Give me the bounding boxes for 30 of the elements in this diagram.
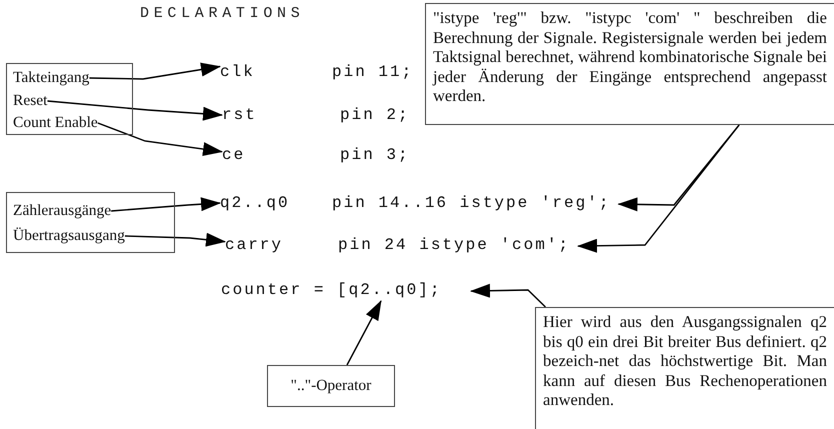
code-text: pin 14..16 istype 'reg'; bbox=[332, 193, 610, 214]
arrow bbox=[98, 122, 223, 156]
annotation-text: Hier wird aus den Ausgangssignalen q2 bis q0 ein drei Bit breiter Bus definiert. q2 bezeich-net das höchstwertige Bit. Man kann auf diesen Bus Rechenoperationen anwenden. bbox=[543, 312, 827, 410]
annotation-text: "istype 'reg'" bzw. "istypc 'com' " beschreiben die Berechnung der Signale. Registersignale werden bei jedem Taktsignal berechnet, während kombinatorische Signale bei jeder Änderung der Eingänge entsprechend angepasst werden. bbox=[433, 8, 827, 106]
code-text: pin 24 istype 'com'; bbox=[338, 235, 570, 256]
label-text: Übertragsausgang bbox=[13, 226, 125, 246]
arrow bbox=[47, 100, 223, 121]
label-box: ".."-Operator bbox=[267, 365, 395, 407]
arrow bbox=[124, 232, 226, 247]
arrow bbox=[111, 197, 221, 212]
leader-arrow bbox=[470, 284, 546, 308]
label-text: Zählerausgänge bbox=[13, 201, 112, 221]
code-text: clk bbox=[220, 62, 256, 83]
code-text: pin 11; bbox=[332, 62, 414, 83]
arrow bbox=[89, 62, 221, 80]
label-box bbox=[6, 63, 133, 135]
label-box bbox=[6, 192, 175, 253]
code-text: carry bbox=[225, 235, 284, 256]
label-text: Reset bbox=[13, 91, 48, 111]
arrow bbox=[346, 300, 382, 366]
code-text: pin 3; bbox=[340, 145, 410, 166]
code-text: ce bbox=[222, 145, 246, 166]
code-text: rst bbox=[222, 105, 258, 126]
code-text: pin 2; bbox=[340, 105, 410, 126]
label-text: Count Enable bbox=[13, 113, 98, 133]
code-text: counter = [q2..q0]; bbox=[221, 280, 442, 301]
leader-arrow bbox=[577, 124, 740, 253]
code-text: q2..q0 bbox=[220, 193, 291, 214]
label-text: Takteingang bbox=[13, 68, 90, 88]
heading: DECLARATIONS bbox=[140, 5, 304, 22]
